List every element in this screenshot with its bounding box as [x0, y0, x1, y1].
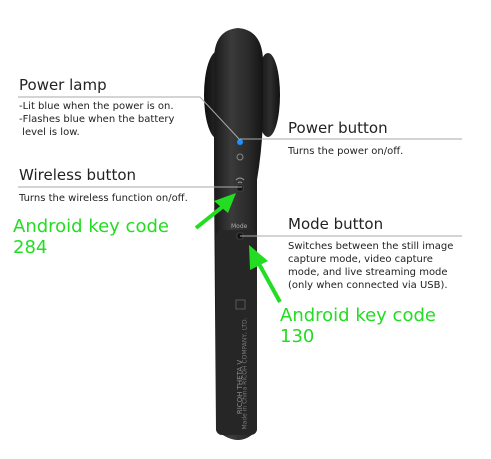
made-text: Made in China RICOH COMPANY, LTD.: [242, 289, 249, 459]
power-lamp-desc-line: level is low.: [19, 126, 204, 139]
wireless-button-shape: [237, 185, 243, 191]
wireless-button-title: Wireless button: [19, 166, 136, 184]
mode-button-desc-line: (only when connected via USB).: [288, 279, 483, 292]
android-keycode-wireless: Android key code 284: [13, 216, 169, 258]
power-button-desc: Turns the power on/off.: [288, 145, 478, 158]
power-button-title: Power button: [288, 119, 388, 137]
mode-button-desc-line: mode, and live streaming mode: [288, 266, 483, 279]
arrow-mode-shaft: [258, 262, 280, 302]
mode-button-desc-line: capture mode, video capture: [288, 253, 483, 266]
android-keycode-mode-value: 130: [280, 326, 436, 347]
mode-button-title: Mode button: [288, 215, 383, 233]
mode-button-desc-line: Switches between the still image: [288, 240, 483, 253]
wireless-button-desc: Turns the wireless function on/off.: [19, 192, 229, 205]
android-keycode-mode: Android key code 130: [280, 305, 436, 347]
android-keycode-wireless-label: Android key code: [13, 216, 169, 237]
android-keycode-wireless-value: 284: [13, 237, 169, 258]
mode-button-desc: Switches between the still image capture…: [288, 240, 483, 292]
power-lamp-desc-line: -Lit blue when the power is on.: [19, 100, 204, 113]
power-lamp-desc-line: -Flashes blue when the battery: [19, 113, 204, 126]
power-lamp-desc: -Lit blue when the power is on. -Flashes…: [19, 100, 204, 139]
android-keycode-mode-label: Android key code: [280, 305, 436, 326]
mode-label: Mode: [231, 223, 247, 230]
power-lamp-title: Power lamp: [19, 76, 107, 94]
